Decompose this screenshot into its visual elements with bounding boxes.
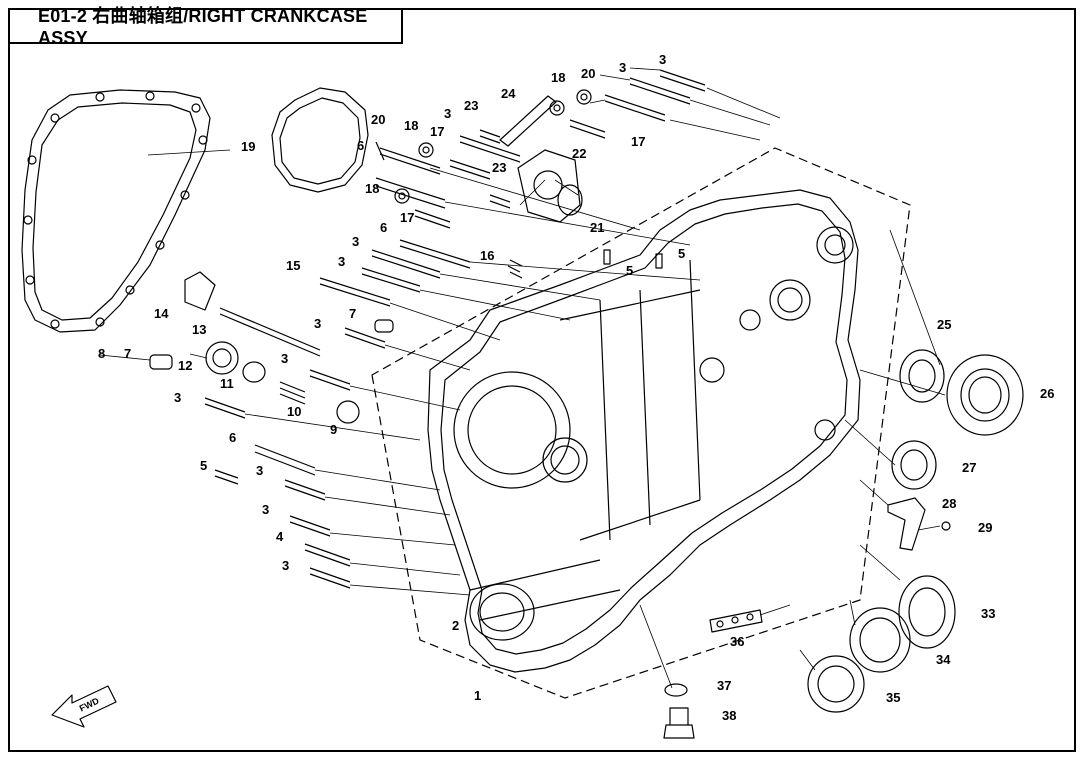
callout-18-b: 18	[365, 181, 379, 196]
callout-16: 16	[480, 248, 494, 263]
callout-1: 1	[474, 688, 481, 703]
callout-23-b: 23	[492, 160, 506, 175]
callout-36: 36	[730, 634, 744, 649]
callout-29: 29	[978, 520, 992, 535]
callout-23-a: 23	[464, 98, 478, 113]
callout-3-c: 3	[444, 106, 451, 121]
callout-22: 22	[572, 146, 586, 161]
callout-3-e: 3	[338, 254, 345, 269]
callout-3-b: 3	[619, 60, 626, 75]
assembly-boundary	[371, 147, 911, 699]
callout-17-c: 17	[631, 134, 645, 149]
bolt-set	[204, 69, 706, 589]
callout-18-a: 18	[404, 118, 418, 133]
callout-11: 11	[220, 376, 234, 391]
gasket-inner	[32, 102, 197, 321]
diagram-frame	[8, 8, 1076, 752]
diagram-title: E01-2 右曲轴箱组/RIGHT CRANKCASE ASSY	[8, 6, 403, 48]
callout-3-d: 3	[352, 234, 359, 249]
callout-7-a: 7	[124, 346, 131, 361]
callout-5-a: 5	[200, 458, 207, 473]
callout-6-c: 6	[229, 430, 236, 445]
callout-26: 26	[1040, 386, 1054, 401]
callout-38: 38	[722, 708, 736, 723]
gasket-outline	[21, 89, 211, 333]
callout-20-a: 20	[371, 112, 385, 127]
callout-21: 21	[590, 220, 604, 235]
callout-19: 19	[241, 139, 255, 154]
callout-2: 2	[452, 618, 459, 633]
callout-35: 35	[886, 690, 900, 705]
callout-33: 33	[981, 606, 995, 621]
callout-3-a: 3	[659, 52, 666, 67]
callout-18-c: 18	[551, 70, 565, 85]
callout-13: 13	[192, 322, 206, 337]
callout-6-a: 6	[357, 138, 364, 153]
callout-17-b: 17	[400, 210, 414, 225]
callout-28: 28	[942, 496, 956, 511]
callout-34: 34	[936, 652, 951, 667]
callout-6-b: 6	[380, 220, 387, 235]
bearing-group-right	[807, 349, 1024, 713]
callout-27: 27	[962, 460, 976, 475]
callout-3-h: 3	[174, 390, 181, 405]
callout-17-a: 17	[430, 124, 444, 139]
callout-3-k: 3	[282, 558, 289, 573]
callout-20-b: 20	[581, 66, 595, 81]
callout-8: 8	[98, 346, 105, 361]
callout-25: 25	[937, 317, 951, 332]
crankcase-body	[427, 189, 861, 673]
callout-7-b: 7	[349, 306, 356, 321]
callout-24: 24	[501, 86, 516, 101]
callout-14: 14	[154, 306, 169, 321]
callout-5-c: 5	[678, 246, 685, 261]
callout-3-g: 3	[281, 351, 288, 366]
gasket-bolt-holes	[23, 91, 208, 329]
callout-15: 15	[286, 258, 300, 273]
callout-4: 4	[276, 529, 284, 544]
callout-9: 9	[330, 422, 337, 437]
callout-5-b: 5	[626, 263, 633, 278]
callout-37: 37	[717, 678, 731, 693]
callout-12: 12	[178, 358, 192, 373]
callout-3-i: 3	[256, 463, 263, 478]
callout-3-j: 3	[262, 502, 269, 517]
small-gasket	[271, 87, 369, 193]
callout-10: 10	[287, 404, 301, 419]
callout-3-f: 3	[314, 316, 321, 331]
fwd-arrow	[51, 685, 117, 728]
